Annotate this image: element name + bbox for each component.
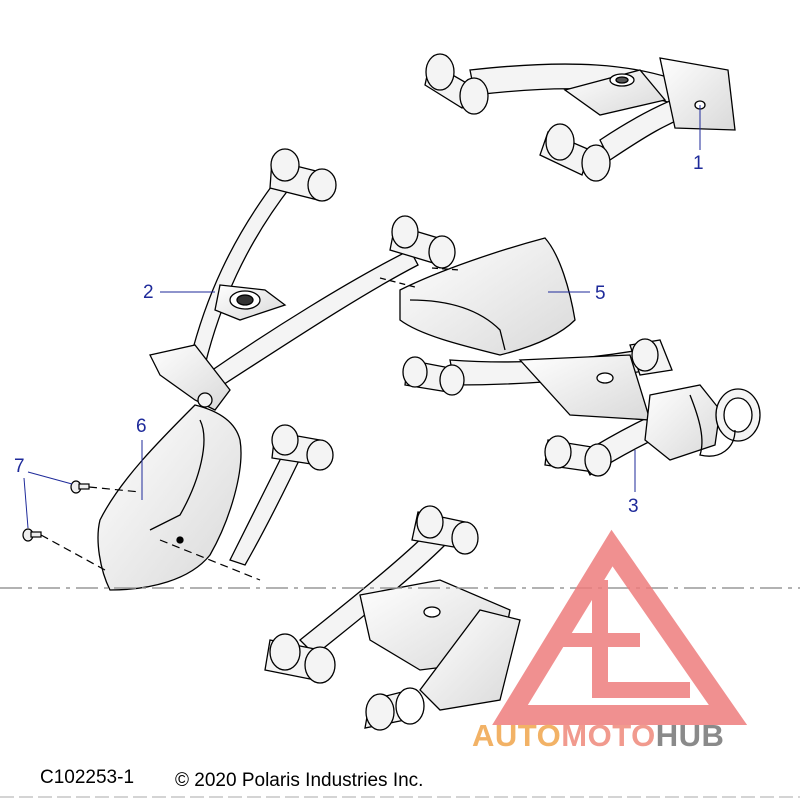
callout-3: 3 [628,496,639,517]
part-6-guard [97,404,242,591]
watermark-auto: AUTO [472,718,562,753]
callout-6: 6 [136,416,147,437]
leader-7a [27,471,73,485]
part-5-guard [379,237,576,356]
copyright-notice: © 2020 Polaris Industries Inc. [175,770,424,791]
callout-1: 1 [693,153,704,174]
callout-7: 7 [14,456,25,477]
watermark-hub: HUB [655,718,725,753]
part-1-upper-a-arm [424,53,736,182]
part-lower-a-arm [229,424,521,731]
part-7-fasteners [22,480,261,581]
watermark-moto: MOTO [561,718,656,753]
automotohub-logo-icon [492,529,748,725]
part-2-upper-a-arm [149,148,456,411]
watermark-brand: AUTOMOTOHUB [472,720,724,751]
leader-7b [23,477,29,529]
diagram-code: C102253-1 [40,767,135,788]
callout-2: 2 [143,282,154,303]
part-3-lower-a-arm [402,338,761,477]
callout-5: 5 [595,283,606,304]
